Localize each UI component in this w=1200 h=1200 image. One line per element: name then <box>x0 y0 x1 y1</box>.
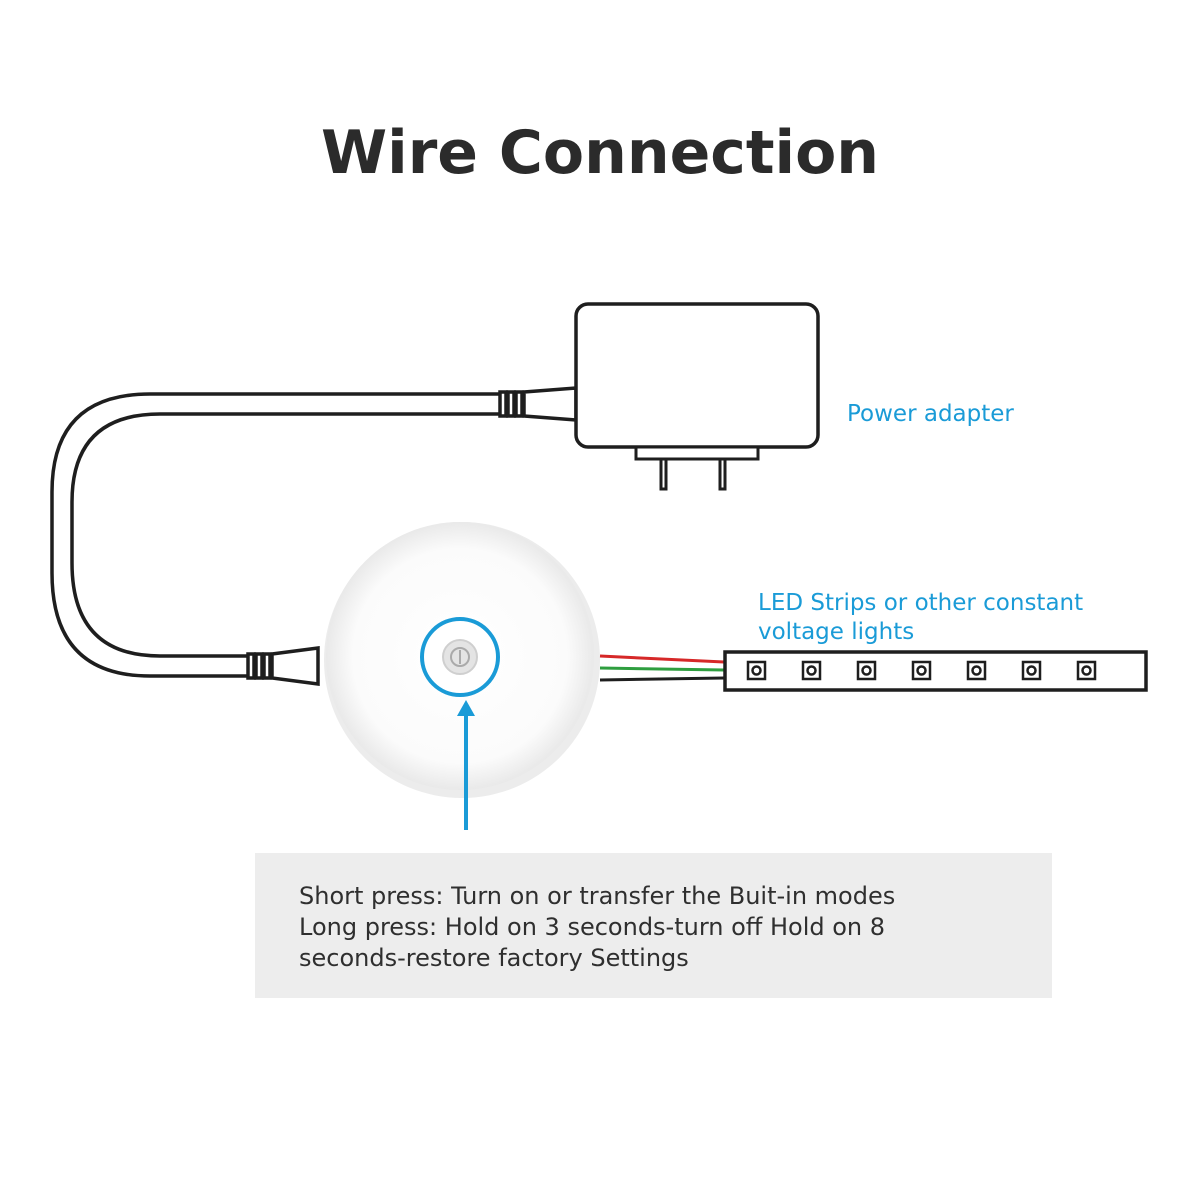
controller-icon <box>324 522 600 798</box>
instructions-text: Short press: Turn on or transfer the Bui… <box>299 881 895 974</box>
page-title: Wire Connection <box>320 118 880 188</box>
instructions-box: Short press: Turn on or transfer the Bui… <box>255 853 1052 998</box>
strip-wires <box>599 654 725 682</box>
controller-plug-connector <box>246 646 320 686</box>
instruction-line-3: seconds-restore factory Settings <box>299 944 689 972</box>
led-strip-label-line2: voltage lights <box>758 619 915 645</box>
power-adapter-icon <box>574 302 820 491</box>
led-strip-label-line1: LED Strips or other constant <box>758 590 1084 616</box>
dc-cable <box>50 392 500 678</box>
instruction-line-1: Short press: Turn on or transfer the Bui… <box>299 882 896 910</box>
instruction-line-2: Long press: Hold on 3 seconds-turn off H… <box>299 913 886 941</box>
adapter-plug-connector <box>498 386 578 422</box>
led-strip-label: LED Strips or other constant voltage lig… <box>758 589 1083 647</box>
led-strip-icon <box>723 650 1148 692</box>
power-adapter-label: Power adapter <box>847 401 1014 427</box>
pointer-arrow-icon <box>457 700 475 830</box>
